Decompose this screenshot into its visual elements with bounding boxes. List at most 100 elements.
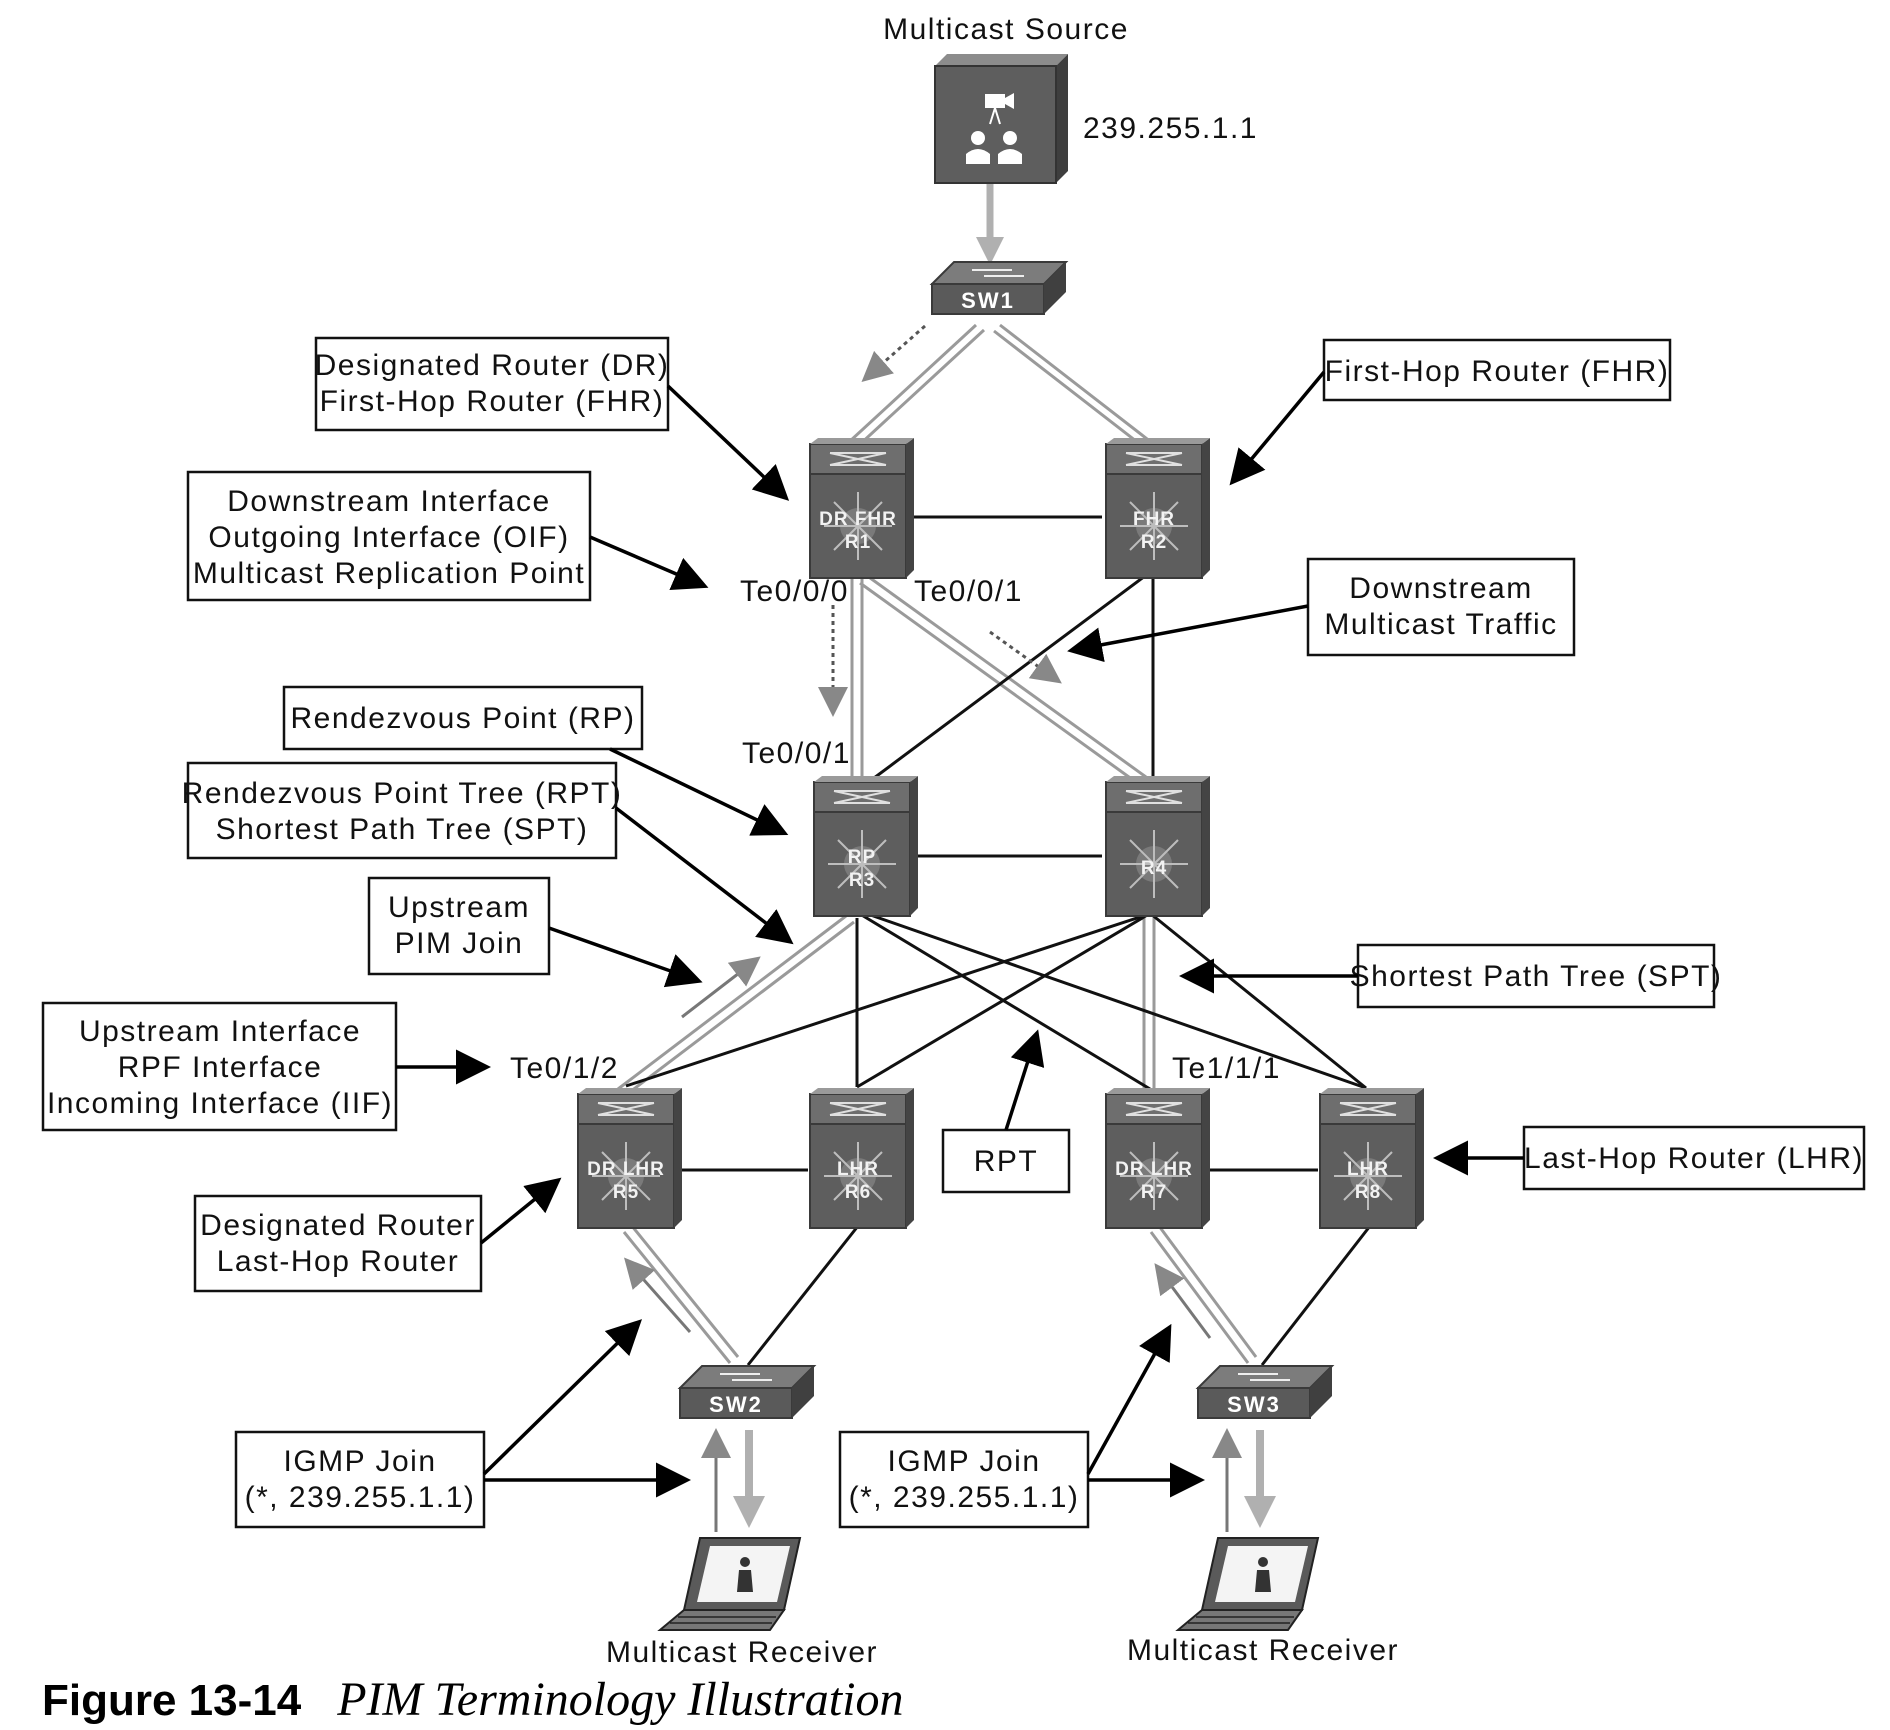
source-title: Multicast Source [883,13,1129,46]
router-r6: LHR R6 [809,1087,915,1229]
callout-rpt-spt-box [186,761,618,860]
callout-spt-line1: Shortest Path Tree (SPT) [1350,960,1723,993]
switch-sw1-label: SW1 [961,288,1015,313]
arrow-rpt-spt [614,806,794,945]
router-r4-name: R4 [1141,858,1167,879]
callout-downstream-traffic: Downstream Multicast Traffic [1324,572,1557,641]
dotted-arrow-sw1 [861,324,926,382]
switch-sw1: SW1 [931,261,1067,315]
switch-sw3: SW3 [1197,1365,1333,1419]
callout-igmp-right-line1: IGMP Join [888,1445,1041,1478]
callout-rpt-spt-line2: Shortest Path Tree (SPT) [216,813,589,846]
links [617,183,1372,1532]
callout-dr-fhr-box [314,336,670,432]
callout-dr-fhr-line2: First-Hop Router (FHR) [320,385,665,418]
callout-iif-line3: Incoming Interface (IIF) [47,1087,393,1120]
callout-iif-line1: Upstream Interface [79,1015,361,1048]
router-r2-name: R2 [1141,532,1167,553]
figure-caption: Figure 13-14 PIM Terminology Illustration [42,1672,903,1727]
receiver-right-label: Multicast Receiver [1127,1634,1399,1667]
iface-r7-up: Te1/1/1 [1172,1052,1281,1085]
receiver-right [1177,1537,1319,1631]
router-r7-name: R7 [1141,1182,1167,1203]
users-icon [966,131,1022,164]
router-r6-role: LHR [837,1159,879,1180]
callout-rp-line1: Rendezvous Point (RP) [291,702,636,735]
arrow-dr-lhr [479,1177,562,1245]
flow-arrows [624,324,1212,1339]
callout-arrows [396,370,1524,1498]
router-r6-name: R6 [845,1182,871,1203]
router-r8-role: LHR [1347,1159,1389,1180]
figure-title: PIM Terminology Illustration [337,1673,904,1726]
callout-oif-line2: Outgoing Interface (OIF) [208,521,569,554]
arrow-oif [589,535,709,591]
receiver-left-label: Multicast Receiver [606,1636,878,1669]
callout-rp-box [282,685,644,751]
callout-dr-fhr-line1: Designated Router (DR) [315,349,670,382]
callout-oif-line1: Downstream Interface [227,485,550,518]
switch-sw2-label: SW2 [709,1392,763,1417]
callout-rpt-spt-line1: Rendezvous Point Tree (RPT) [182,777,623,810]
callout-upstream-join-line2: PIM Join [395,927,524,960]
callout-iif: Upstream Interface RPF Interface Incomin… [47,1015,393,1120]
router-r3-role: RP [848,847,876,868]
callout-igmp-left-line2: (*, 239.255.1.1) [245,1481,476,1514]
callout-oif-line3: Multicast Replication Point [193,557,585,590]
arrow-downstream-traffic [1067,604,1309,663]
callout-rpt-spt: Rendezvous Point Tree (RPT) Shortest Pat… [182,777,623,846]
callout-oif: Downstream Interface Outgoing Interface … [193,485,585,590]
gray-arrow-r5-up [681,956,761,1019]
router-r1-name: R1 [845,532,871,553]
router-r2: FHR R2 [1105,437,1211,579]
callout-upstream-join-box [367,876,551,976]
router-r1: DR FHR R1 [809,437,915,579]
callout-upstream-join-line1: Upstream [388,891,530,924]
figure-number: Figure 13-14 [42,1676,302,1725]
callout-dr-lhr: Designated Router Last-Hop Router [200,1209,476,1278]
callout-dr-fhr: Designated Router (DR) First-Hop Router … [315,349,670,418]
router-r8-name: R8 [1355,1182,1381,1203]
router-r3: RP R3 [813,775,919,917]
router-r7: DR LHR R7 [1105,1087,1211,1229]
arrow-igmp-right-up [1086,1323,1172,1475]
iface-r1-down: Te0/0/0 [740,575,849,608]
callout-oif-box [186,470,592,602]
camera-icon [985,93,1014,125]
callout-dr-lhr-line1: Designated Router [200,1209,476,1242]
arrow-upstream-join [548,926,703,988]
switch-sw3-label: SW3 [1227,1392,1281,1417]
callout-upstream-join: Upstream PIM Join [388,891,530,960]
router-r1-role: DR FHR [819,509,897,530]
arrow-rpt [1004,1029,1045,1131]
callout-dr-lhr-line2: Last-Hop Router [217,1245,460,1278]
callout-fhr-box [1322,338,1672,402]
router-r3-name: R3 [849,870,875,891]
source-group-address: 239.255.1.1 [1083,112,1258,145]
iface-r3-up: Te0/0/1 [742,737,851,770]
callout-igmp-right: IGMP Join (*, 239.255.1.1) [849,1445,1078,1514]
arrow-igmp-left-up [482,1319,642,1476]
gray-arrow-sw2-up [624,1257,692,1333]
callout-downstream-traffic-line2: Multicast Traffic [1324,608,1557,641]
callout-igmp-left: IGMP Join (*, 239.255.1.1) [245,1445,476,1514]
receiver-left [659,1537,801,1631]
iface-r5-up: Te0/1/2 [510,1052,619,1085]
multicast-source: Multicast Source 239.255.1.1 [883,13,1258,184]
switch-sw2: SW2 [679,1365,815,1419]
arrow-fhr [1229,370,1326,486]
callout-downstream-traffic-line1: Downstream [1349,572,1532,605]
arrow-dr-fhr [666,384,790,501]
callout-lhr-line1: Last-Hop Router (LHR) [1524,1142,1864,1175]
callout-iif-line2: RPF Interface [118,1051,323,1084]
callout-rpt-line1: RPT [974,1145,1039,1178]
router-r5-name: R5 [613,1182,639,1203]
arrow-rp [609,747,789,836]
router-r2-role: FHR [1133,509,1175,530]
router-r8: LHR R8 [1319,1087,1425,1229]
callout-igmp-left-line1: IGMP Join [284,1445,437,1478]
callout-dr-lhr-box [193,1194,483,1293]
router-r5: DR LHR R5 [577,1087,683,1229]
router-r7-role: DR LHR [1115,1159,1193,1180]
